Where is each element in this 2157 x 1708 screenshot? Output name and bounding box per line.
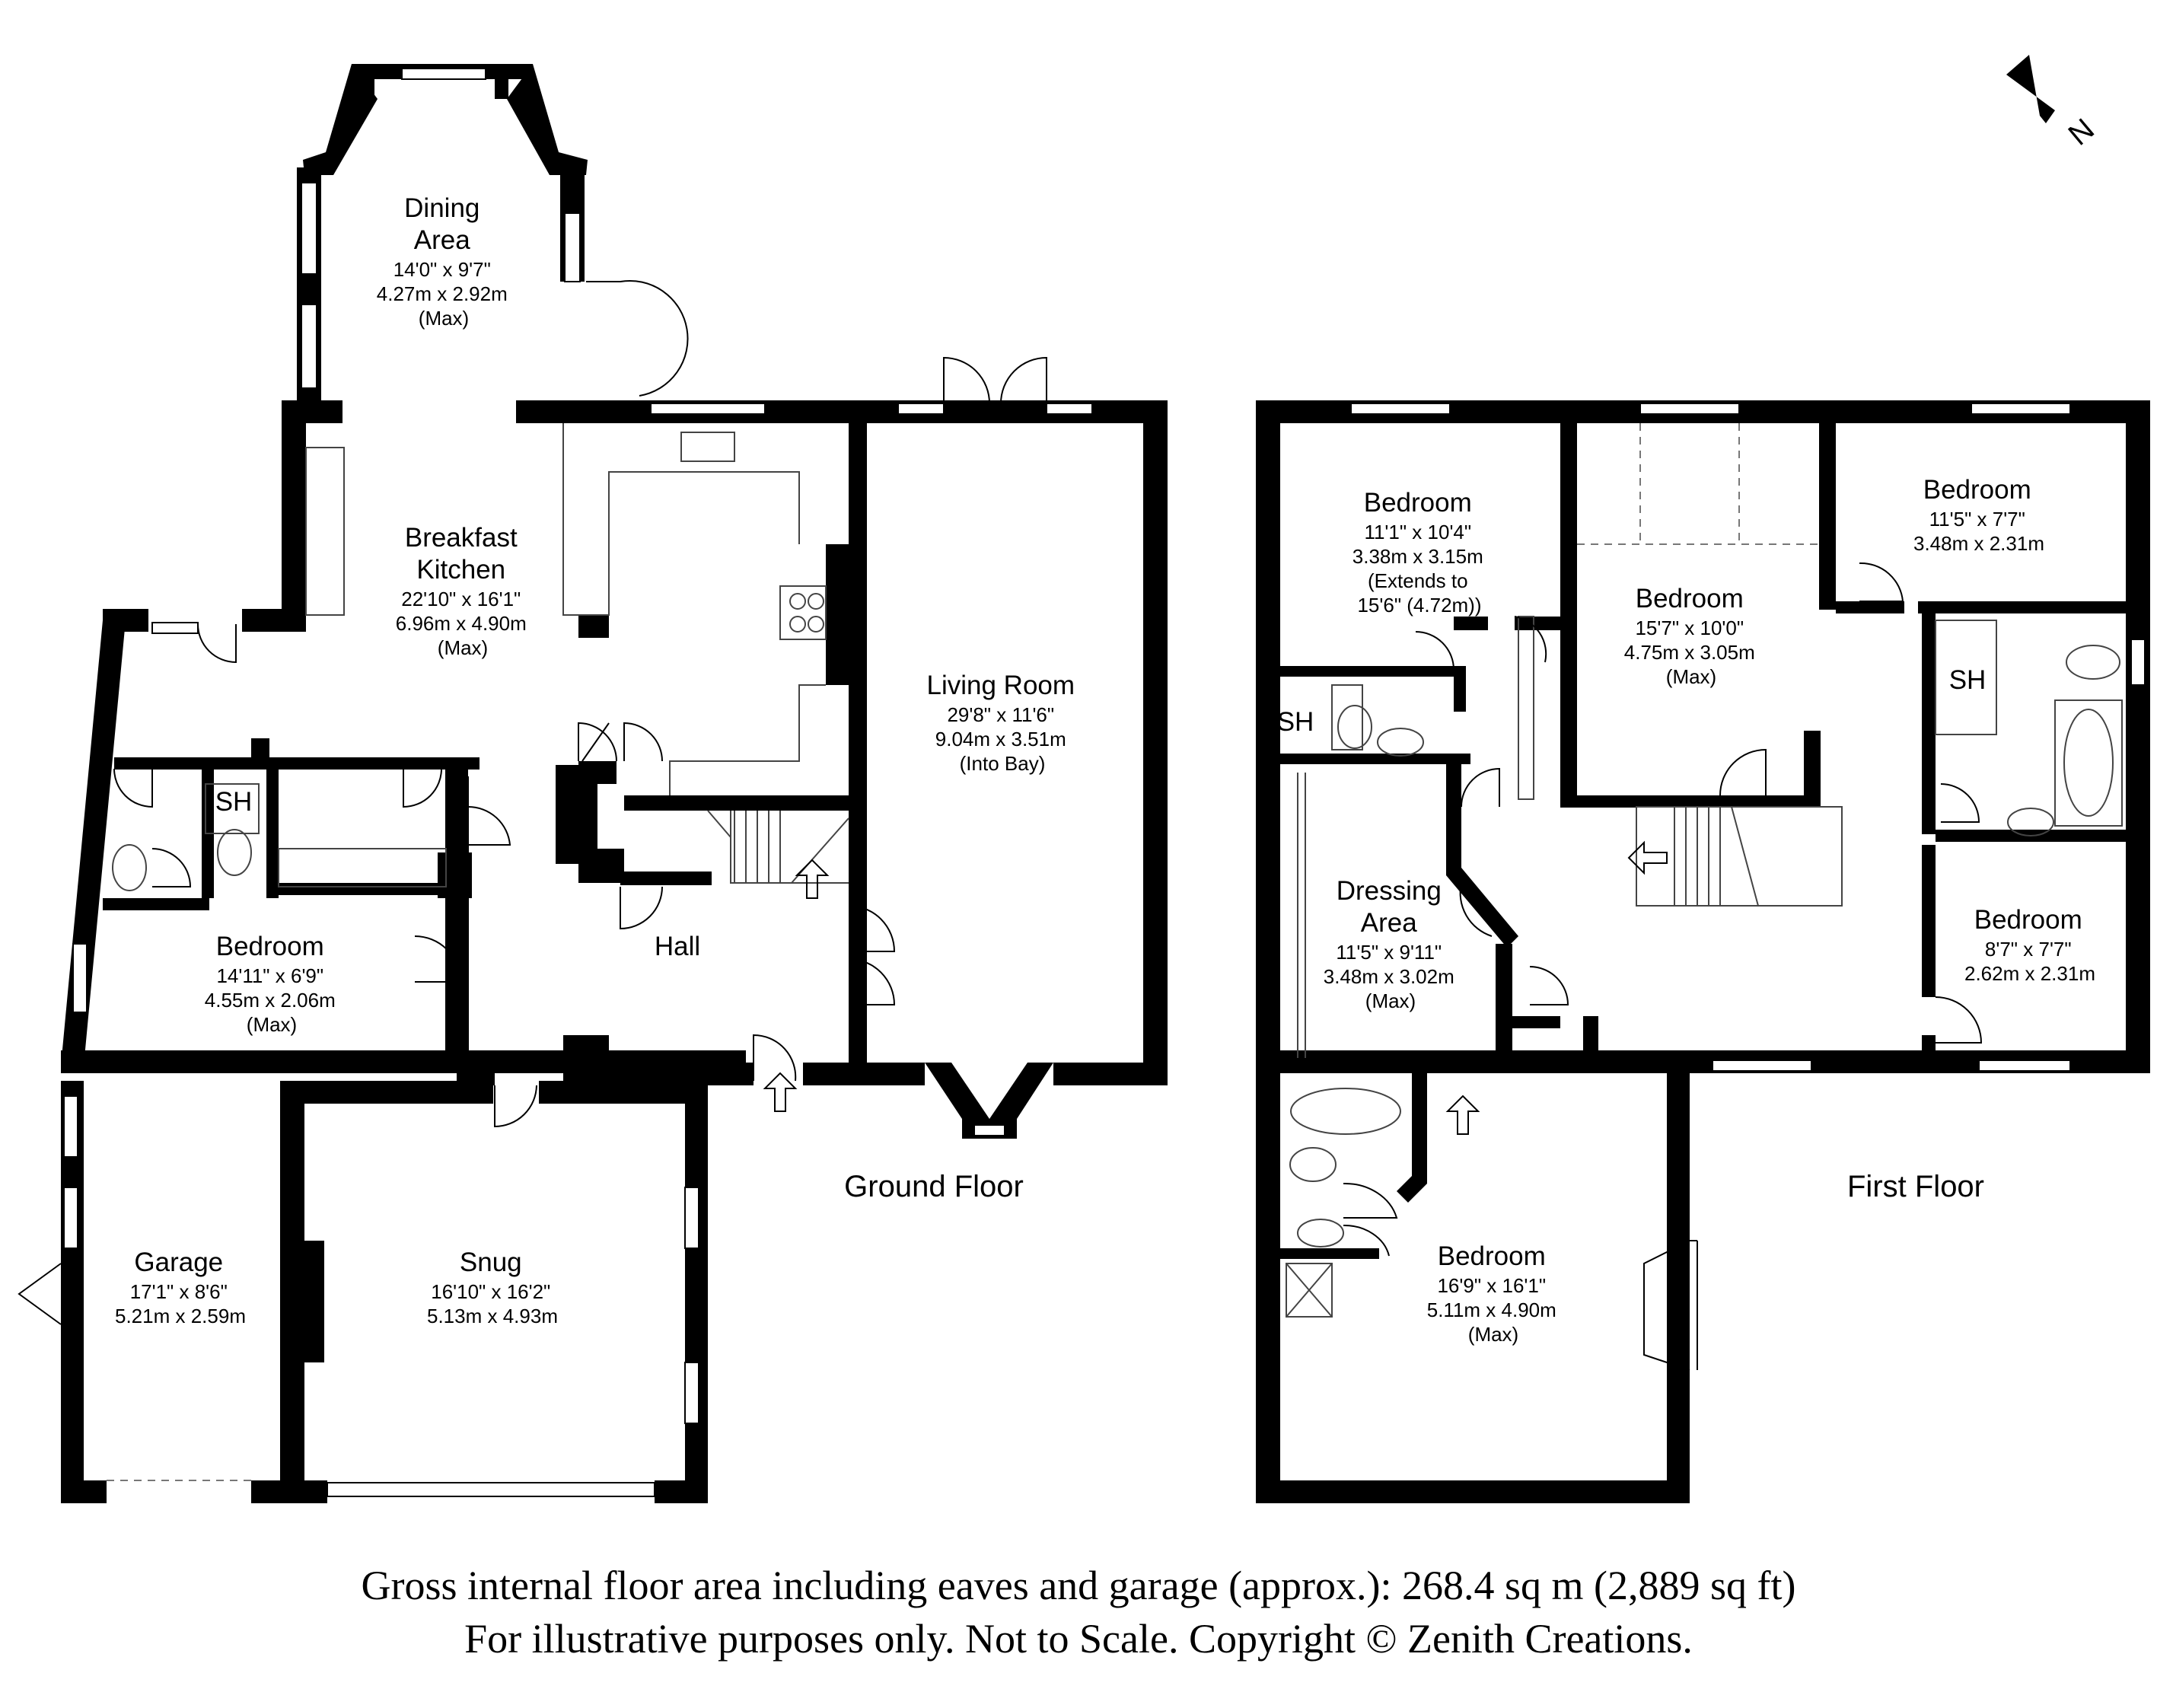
room-dims: (Max) xyxy=(1468,1323,1518,1346)
room-name: Bedroom xyxy=(1923,475,2031,505)
room-dims: 4.27m x 2.92m xyxy=(377,282,508,305)
room-name: Bedroom xyxy=(216,932,324,961)
room-name: Bedroom xyxy=(1364,488,1472,518)
room-name: Bedroom xyxy=(1438,1241,1546,1271)
room-dims: (Max) xyxy=(1365,989,1416,1012)
room-label: Dressing Area 11'5" x 9'11" 3.48m x 3.02… xyxy=(1324,876,1458,1012)
room-label: Bedroom 11'5" x 7'7" 3.48m x 2.31m xyxy=(1913,475,2044,555)
ground-floor-label: Ground Floor xyxy=(844,1170,1024,1203)
room-dims: (Max) xyxy=(247,1013,297,1036)
room-dims: 3.38m x 3.15m xyxy=(1353,545,1483,568)
room-name: Bedroom xyxy=(1636,584,1744,613)
first-floor-fixtures xyxy=(1286,423,2123,1371)
room-dims: 6.96m x 4.90m xyxy=(396,612,527,635)
area-summary: Gross internal floor area including eave… xyxy=(361,1563,1796,1608)
first-floor-walls xyxy=(1256,400,2150,1503)
room-name: SH xyxy=(215,787,253,817)
room-dims: 29'8" x 11'6" xyxy=(947,703,1054,726)
room-label: SH xyxy=(1277,707,1314,737)
room-dims: 16'9" x 16'1" xyxy=(1437,1274,1546,1297)
north-arrow-icon: N xyxy=(2006,55,2101,152)
room-dims: 4.75m x 3.05m xyxy=(1624,641,1755,664)
room-dims: (Max) xyxy=(419,307,469,330)
room-dims: (Extends to xyxy=(1368,569,1468,592)
room-dims: 15'7" x 10'0" xyxy=(1635,617,1744,639)
room-name: Garage xyxy=(134,1248,223,1277)
room-dims: 11'1" x 10'4" xyxy=(1364,521,1471,543)
room-label: SH xyxy=(1949,665,1987,695)
room-label: Bedroom 14'11" x 6'9" 4.55m x 2.06m (Max… xyxy=(205,932,339,1036)
room-dims: 9.04m x 3.51m xyxy=(935,728,1066,750)
room-name: Dressing xyxy=(1337,876,1442,906)
room-dims: 5.21m x 2.59m xyxy=(115,1305,246,1327)
room-name: Dining xyxy=(404,193,480,223)
room-dims: 11'5" x 7'7" xyxy=(1929,508,2025,531)
room-dims: 5.11m x 4.90m xyxy=(1427,1299,1556,1321)
room-name: Bedroom xyxy=(1974,905,2082,935)
room-dims: 11'5" x 9'11" xyxy=(1336,941,1442,964)
compass-letter: N xyxy=(2062,113,2100,152)
room-dims: 14'0" x 9'7" xyxy=(393,258,491,281)
room-dims: 14'11" x 6'9" xyxy=(216,964,323,987)
room-dims: 8'7" x 7'7" xyxy=(1985,938,2072,961)
room-name: Snug xyxy=(460,1248,522,1277)
room-dims: 22'10" x 16'1" xyxy=(401,588,521,610)
ground-floor-windows xyxy=(63,68,1093,1497)
room-label: Bedroom 11'1" x 10'4" 3.38m x 3.15m (Ext… xyxy=(1353,488,1486,617)
room-name: Area xyxy=(1361,908,1417,938)
room-dims: 3.48m x 2.31m xyxy=(1913,532,2044,555)
copyright-notice: For illustrative purposes only. Not to S… xyxy=(464,1616,1693,1662)
room-name: SH xyxy=(1949,665,1987,695)
room-dims: 3.48m x 3.02m xyxy=(1324,965,1454,988)
room-name: Kitchen xyxy=(416,555,505,585)
room-dims: 5.13m x 4.93m xyxy=(427,1305,558,1327)
room-label: SH xyxy=(215,787,253,817)
first-floor-windows xyxy=(1350,403,2146,1072)
room-label: Snug 16'10" x 16'2" 5.13m x 4.93m xyxy=(427,1248,558,1327)
room-dims: 4.55m x 2.06m xyxy=(205,989,336,1012)
room-dims: (Max) xyxy=(438,636,488,659)
ground-floor-fixtures xyxy=(18,279,1047,1481)
first-floor-label: First Floor xyxy=(1847,1170,1984,1203)
room-label: Garage 17'1" x 8'6" 5.21m x 2.59m xyxy=(115,1248,246,1327)
room-label: Dining Area 14'0" x 9'7" 4.27m x 2.92m (… xyxy=(377,193,511,330)
room-dims: (Into Bay) xyxy=(960,752,1046,775)
room-dims: 17'1" x 8'6" xyxy=(130,1280,228,1303)
room-label: Bedroom 8'7" x 7'7" 2.62m x 2.31m xyxy=(1964,905,2095,985)
room-dims: 2.62m x 2.31m xyxy=(1964,962,2095,985)
room-name: Breakfast xyxy=(405,523,518,553)
room-name: Area xyxy=(414,225,470,255)
room-dims: 15'6" (4.72m)) xyxy=(1357,594,1481,617)
room-label: Breakfast Kitchen 22'10" x 16'1" 6.96m x… xyxy=(396,523,530,659)
room-name: Living Room xyxy=(927,671,1075,700)
room-label: Bedroom 15'7" x 10'0" 4.75m x 3.05m (Max… xyxy=(1624,584,1758,688)
room-label: Bedroom 16'9" x 16'1" 5.11m x 4.90m (Max… xyxy=(1427,1241,1560,1346)
room-name: Hall xyxy=(655,932,700,961)
room-dims: (Max) xyxy=(1666,665,1716,688)
room-name: SH xyxy=(1277,707,1314,737)
room-label: Hall xyxy=(655,932,700,961)
room-label: Living Room 29'8" x 11'6" 9.04m x 3.51m … xyxy=(927,671,1078,775)
room-dims: 16'10" x 16'2" xyxy=(431,1280,550,1303)
room-labels: Dining Area 14'0" x 9'7" 4.27m x 2.92m (… xyxy=(115,193,2095,1346)
